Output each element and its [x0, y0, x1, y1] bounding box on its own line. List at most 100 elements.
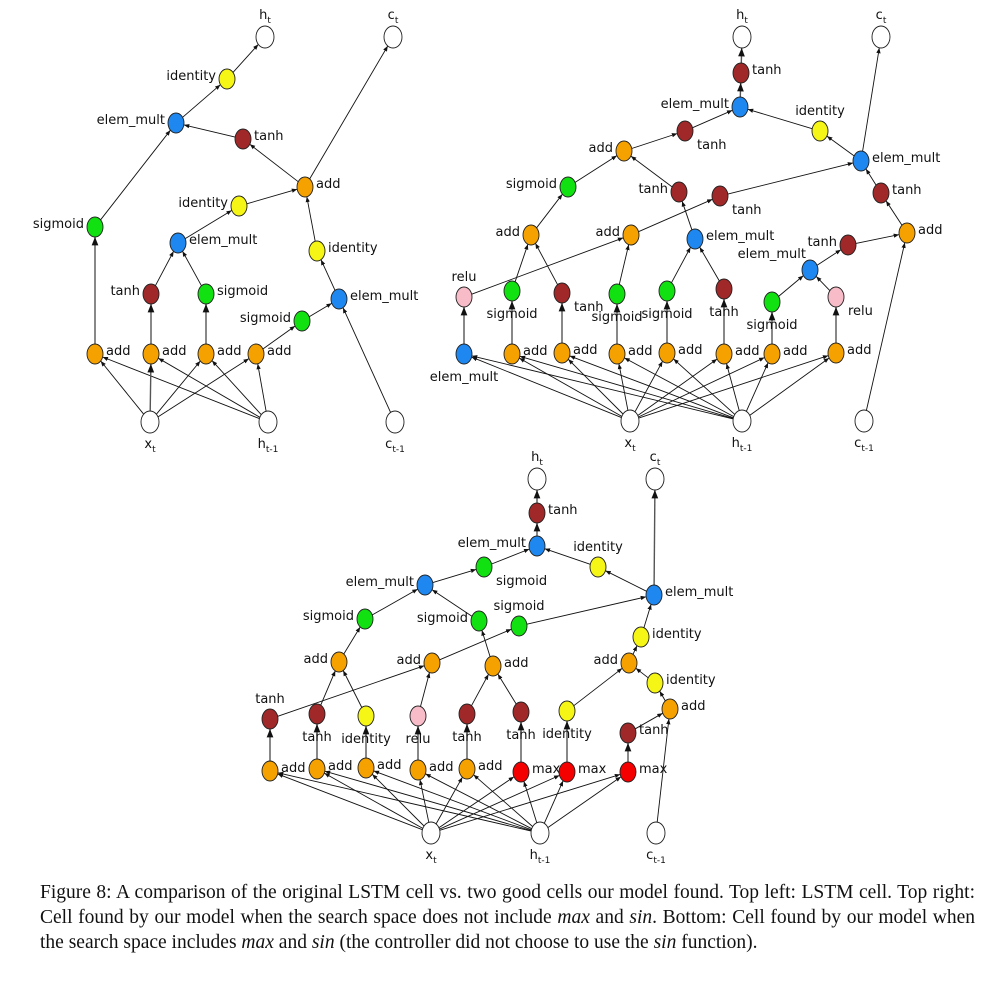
- op-label: tanh: [732, 203, 762, 218]
- node-tanh: tanh: [528, 502, 578, 524]
- op-label: add: [429, 760, 453, 775]
- node-add: add: [594, 652, 638, 674]
- node-identity: identity: [341, 705, 391, 747]
- add-node-circle: [898, 222, 916, 244]
- op-label: add: [573, 343, 597, 358]
- op-label: add: [596, 225, 620, 240]
- node-tanh: tanh: [553, 282, 604, 315]
- tanh-node-circle: [458, 703, 476, 725]
- tanh-node-circle: [872, 182, 890, 204]
- edge-m3-to-ad2: [420, 672, 431, 707]
- add-node-circle: [142, 343, 160, 365]
- caption-label: Figure 8:: [40, 882, 112, 903]
- tanh-node-circle: [732, 62, 750, 84]
- edge-hp-to-b2: [373, 770, 532, 831]
- op-label: identity: [166, 69, 216, 84]
- edge-sg3-to-em3: [308, 302, 333, 318]
- node-identity: identity: [542, 700, 592, 742]
- sigmoid-node-circle: [608, 283, 626, 305]
- edge-sg5-to-em3: [778, 275, 804, 297]
- sigmoid-node-circle: [510, 615, 528, 637]
- add-node-circle: [615, 140, 633, 162]
- edge-th1-to-em0: [692, 109, 733, 129]
- caption-math-term: max: [557, 907, 590, 928]
- op-label: sigmoid: [493, 599, 544, 614]
- add-node-circle: [247, 343, 265, 365]
- node-add: add: [308, 758, 352, 780]
- edge-xt-to-a4: [157, 358, 250, 418]
- edge-emR-to-ct: [862, 47, 881, 152]
- node-add: add: [715, 343, 759, 365]
- tanh-node-circle: [715, 278, 733, 300]
- node-tanh: tanh: [452, 703, 482, 745]
- op-label: sigmoid: [496, 574, 547, 589]
- io-label: ht-1: [258, 437, 279, 455]
- io-label: ct-1: [385, 437, 405, 455]
- edge-sg3-to-emR: [526, 595, 647, 625]
- node-io: xt: [140, 410, 160, 455]
- io-label: xt: [624, 436, 636, 454]
- add-node-circle: [308, 758, 326, 780]
- elem_mult-node-circle: [852, 150, 870, 172]
- identity-node-circle: [632, 626, 650, 648]
- op-label: relu: [848, 304, 873, 319]
- node-add: add: [608, 343, 652, 365]
- io-node-circle: [645, 467, 665, 491]
- op-label: add: [377, 758, 401, 773]
- node-io: ht-1: [530, 821, 550, 866]
- node-identity: identity: [308, 240, 378, 262]
- sigmoid-node-circle: [197, 283, 215, 305]
- io-node-circle: [530, 821, 550, 845]
- node-tanh: tanh: [807, 234, 857, 256]
- io-node-circle: [732, 409, 752, 433]
- op-label: add: [589, 141, 613, 156]
- node-add: add: [496, 224, 540, 246]
- io-node-circle: [258, 410, 278, 434]
- node-io: ct-1: [646, 821, 666, 866]
- node-identity: identity: [178, 195, 248, 217]
- edge-em3-to-th5: [816, 249, 842, 266]
- io-label: xt: [144, 437, 156, 455]
- op-label: elem_mult: [430, 370, 498, 385]
- edge-hp-to-b2: [569, 355, 734, 419]
- io-node-circle: [871, 25, 891, 49]
- node-add: add: [197, 343, 241, 365]
- op-label: elem_mult: [97, 113, 165, 128]
- edge-em2-to-th2: [681, 201, 693, 230]
- node-add: add: [409, 759, 453, 781]
- identity-node-circle: [589, 556, 607, 578]
- op-label: add: [594, 653, 618, 668]
- edge-a4-to-sg3: [262, 325, 296, 350]
- add-node-circle: [261, 760, 279, 782]
- edge-xt-to-b1: [519, 357, 623, 417]
- edge-hp-to-b3: [624, 357, 735, 417]
- io-label: ht: [736, 8, 748, 26]
- tanh-node-circle: [308, 703, 326, 725]
- sigmoid-node-circle: [293, 310, 311, 332]
- op-label: add: [217, 344, 241, 359]
- sigmoid-node-circle: [763, 291, 781, 313]
- op-label: tanh: [752, 63, 782, 78]
- node-add: add: [827, 342, 871, 364]
- edge-rl2-to-em3: [815, 276, 831, 291]
- elem_mult-node-circle: [686, 228, 704, 250]
- add-node-circle: [197, 343, 215, 365]
- io-label: ct-1: [646, 848, 666, 866]
- tanh-node-circle: [676, 120, 694, 142]
- tanh-node-circle: [261, 708, 279, 730]
- op-label: add: [735, 344, 759, 359]
- edge-sg1-to-em1: [372, 588, 418, 616]
- io-node-circle: [646, 821, 666, 845]
- edge-emR-to-ct: [651, 489, 659, 586]
- op-label: tanh: [548, 503, 578, 518]
- node-io: ht-1: [732, 409, 752, 454]
- edge-sg2-to-ad2: [514, 244, 529, 282]
- op-label: identity: [666, 673, 716, 688]
- edge-hp-to-b7: [749, 357, 830, 416]
- identity-node-circle: [811, 120, 829, 142]
- caption-text: A comparison of the original LSTM cell v…: [40, 882, 975, 928]
- elem_mult-node-circle: [416, 574, 434, 596]
